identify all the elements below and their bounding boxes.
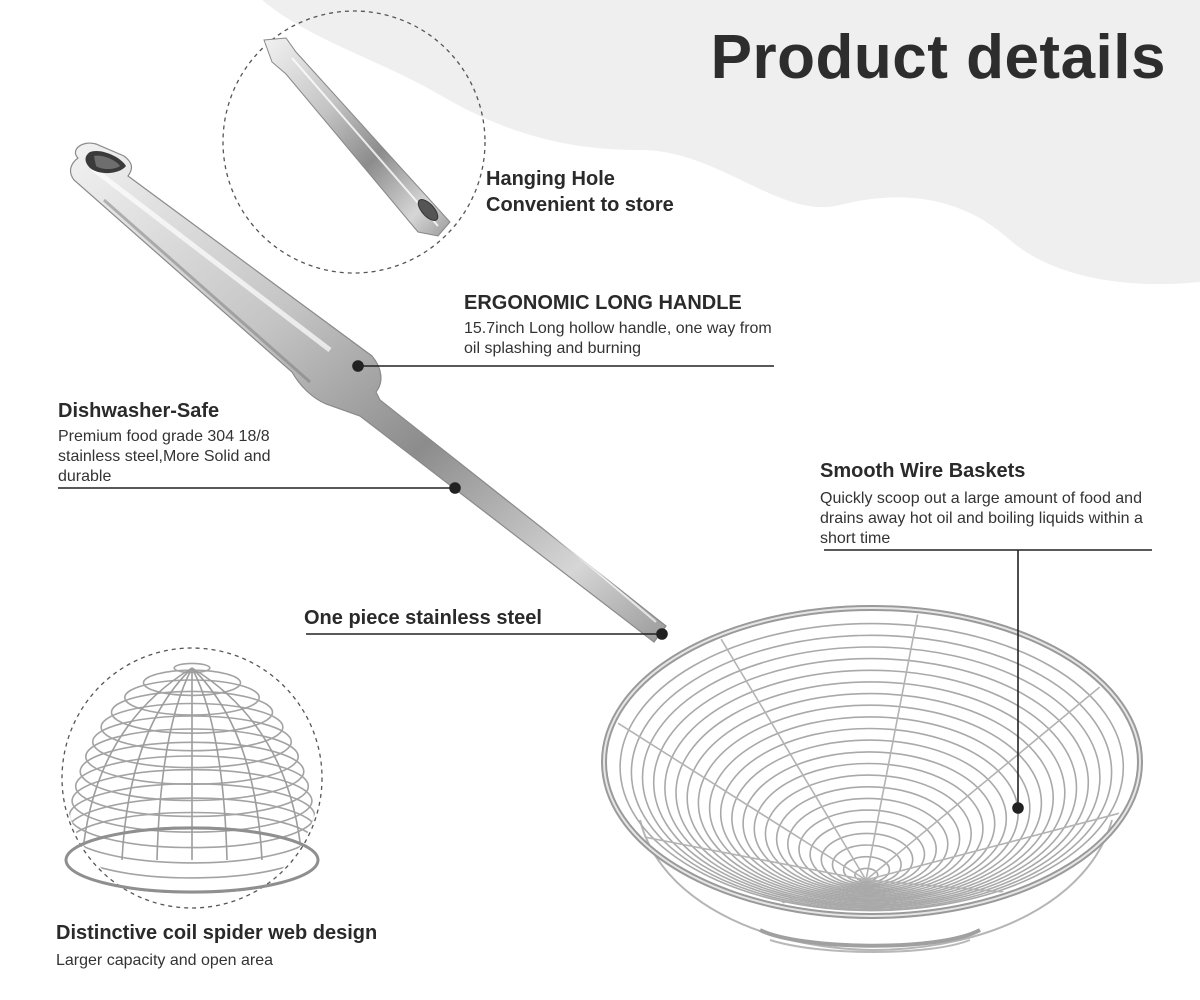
long-handle-callout: ERGONOMIC LONG HANDLE 15.7inch Long holl… xyxy=(464,292,794,359)
hanging-hole-subheading: Convenient to store xyxy=(486,194,674,216)
callout-lines xyxy=(58,360,1152,814)
long-handle-heading: ERGONOMIC LONG HANDLE xyxy=(464,292,742,314)
skimmer-handle xyxy=(69,142,667,643)
wire-basket-callout: Smooth Wire Baskets Quickly scoop out a … xyxy=(820,460,1160,549)
long-handle-description: 15.7inch Long hollow handle, one way fro… xyxy=(464,320,772,357)
wire-basket-heading: Smooth Wire Baskets xyxy=(820,460,1026,482)
page-title: Product details xyxy=(710,23,1166,92)
spider-web-heading: Distinctive coil spider web design xyxy=(56,922,378,944)
wire-basket xyxy=(601,605,1143,953)
one-piece-callout: One piece stainless steel xyxy=(304,607,542,630)
spider-web-detail xyxy=(61,647,323,909)
dishwasher-heading: Dishwasher-Safe xyxy=(58,400,220,422)
spider-web-callout: Distinctive coil spider web design Large… xyxy=(56,922,377,971)
hanging-hole-heading: Hanging Hole xyxy=(486,168,615,190)
background-shape xyxy=(262,0,1200,285)
hanging-hole-detail xyxy=(222,10,486,274)
dishwasher-description: Premium food grade 304 18/8 stainless st… xyxy=(58,428,271,485)
spider-web-description: Larger capacity and open area xyxy=(56,952,274,969)
one-piece-heading: One piece stainless steel xyxy=(304,607,542,629)
dishwasher-callout: Dishwasher-Safe Premium food grade 304 1… xyxy=(58,400,308,487)
hanging-hole-callout: Hanging Hole Convenient to store xyxy=(486,168,674,217)
wire-basket-description: Quickly scoop out a large amount of food… xyxy=(820,490,1143,547)
